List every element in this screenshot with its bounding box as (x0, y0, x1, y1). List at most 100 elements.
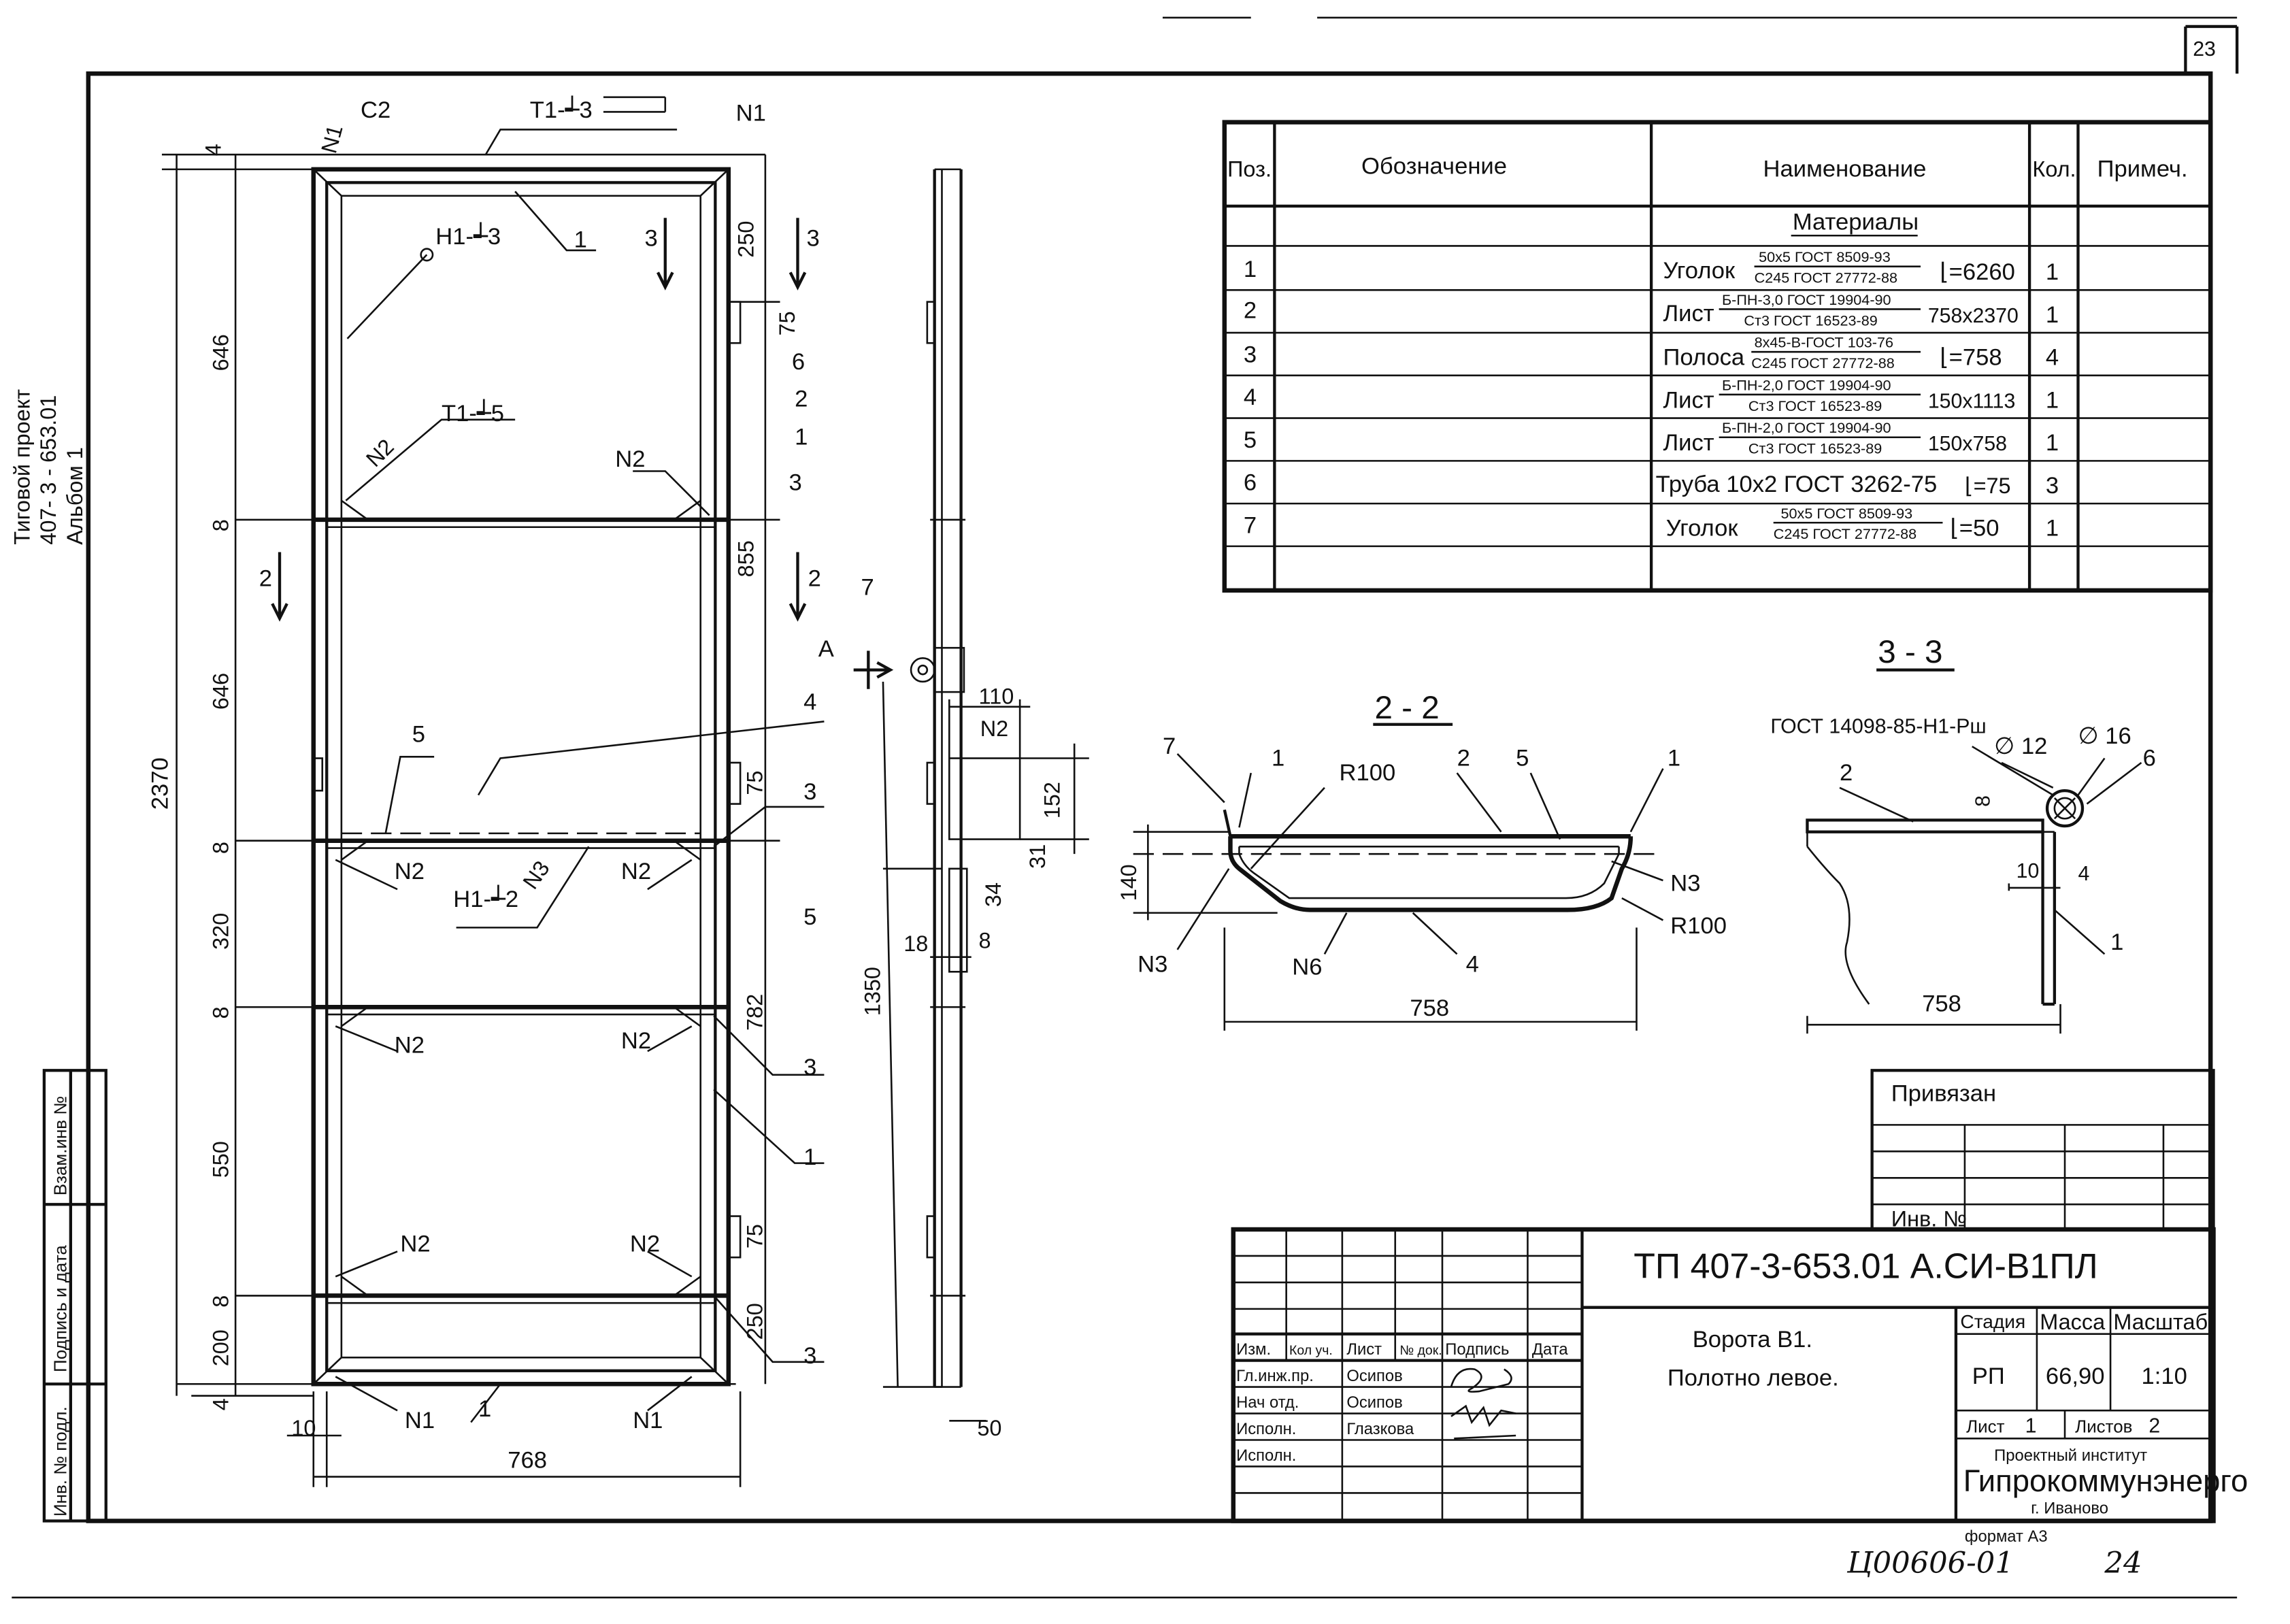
spec-row-qty: 3 (2046, 473, 2059, 499)
tb-org-line3: г. Иваново (2031, 1499, 2108, 1518)
spec-header-pos: Поз. (1227, 157, 1272, 182)
dim-75-c: 75 (743, 1224, 767, 1248)
dim-250-top: 250 (734, 221, 759, 258)
label-n2-a: N2 (361, 434, 399, 471)
s22-label-n6: N6 (1292, 955, 1322, 980)
doc-code: ТП 407-3-653.01 А.СИ-В1ПЛ (1633, 1246, 2098, 1286)
label-pos3-right-b: 3 (803, 1055, 816, 1080)
dim-768: 768 (508, 1448, 547, 1474)
label-pos6: 6 (792, 349, 805, 375)
spec-row-pos: 4 (1244, 384, 1257, 410)
spec-row: 3 Полоса 8х45-В-ГОСТ 103-76 С245 ГОСТ 27… (1244, 334, 2059, 371)
spec-row-pos: 7 (1244, 512, 1257, 538)
inv-no-label: Инв. № (1891, 1207, 1967, 1231)
side-label-line1: Тиговой проект (10, 389, 34, 545)
spec-row-top: Б-ПН-3,0 ГОСТ 19904-90 (1722, 291, 1891, 308)
dim-75-b: 75 (743, 771, 767, 795)
section-2-2 (1133, 723, 1664, 1031)
dim-646-b: 646 (208, 673, 233, 710)
section-3-3 (1806, 668, 2142, 1034)
spec-row: 1 Уголок 50х5 ГОСТ 8509-93 С245 ГОСТ 277… (1244, 248, 2059, 286)
tb-col-doc: № док. (1399, 1343, 1442, 1358)
tb-role: Исполн. (1236, 1446, 1296, 1465)
spec-row-size: ⌊=50 (1950, 516, 1999, 542)
sheet-frame (12, 16, 2239, 1599)
spec-row-size: 758х2370 (1928, 305, 2019, 327)
label-n1-bottom-right: N1 (633, 1408, 663, 1434)
signature-scribbles (1450, 1368, 1516, 1440)
side-label: Тиговой проект 407- 3 - 653.01 Альбом 1 (10, 389, 87, 545)
dim-320: 320 (208, 913, 233, 950)
tb-signer: Глазкова (1346, 1420, 1414, 1438)
s33-dim-4: 4 (2078, 863, 2089, 885)
tb-sheet-value: 1 (2025, 1415, 2037, 1438)
doc-title-line2: Полотно левое. (1667, 1365, 1839, 1391)
s33-label-1: 1 (2110, 929, 2123, 955)
spec-row-bottom: Ст3 ГОСТ 16523-89 (1744, 312, 1877, 329)
spec-row-top: 50х5 ГОСТ 8509-93 (1781, 505, 1913, 522)
spec-row-top: Б-ПН-2,0 ГОСТ 19904-90 (1722, 419, 1891, 436)
tb-col-izm: Изм. (1236, 1340, 1271, 1359)
s22-label-1a: 1 (1272, 745, 1284, 771)
dim-855: 855 (734, 540, 759, 577)
label-section3-b: 3 (806, 225, 819, 251)
label-n2-g: N2 (400, 1231, 430, 1257)
tb-col-sign: Подпись (1445, 1340, 1509, 1359)
label-h1-3: Н1-┵3 (435, 222, 501, 250)
tb-col-kol: Кол уч. (1289, 1343, 1333, 1358)
dim-550: 550 (208, 1141, 233, 1178)
spec-row-name: Лист (1663, 387, 1714, 413)
sheet-number: 23 (2193, 38, 2216, 61)
label-section2-a: 2 (259, 565, 272, 591)
tb-mass-label: Масса (2040, 1310, 2106, 1334)
tb-signer: Осипов (1346, 1367, 1402, 1385)
label-pos1-bottom: 1 (478, 1396, 491, 1422)
dim-side-50: 50 (977, 1416, 1001, 1440)
label-n2-d: N2 (621, 859, 651, 884)
tb-org-line1: Проектный институт (1994, 1446, 2147, 1465)
left-stamp: Инв. № подл. Подпись и дата Взам.инв № (42, 1069, 107, 1523)
label-side-n2: N2 (980, 716, 1008, 741)
spec-row: 2 Лист Б-ПН-3,0 ГОСТ 19904-90 Ст3 ГОСТ 1… (1244, 291, 2059, 329)
s22-label-n3b: N3 (1138, 951, 1167, 977)
s33-label-2: 2 (1840, 760, 1853, 786)
s33-label-d12: ∅ 12 (1994, 733, 2047, 759)
side-label-line3: Альбом 1 (63, 447, 87, 544)
spec-row-qty: 1 (2046, 430, 2059, 456)
spec-row-pos: 2 (1244, 297, 1257, 323)
spec-row-pos: 5 (1244, 427, 1257, 453)
tb-col-date: Дата (1532, 1340, 1568, 1359)
dim-2370: 2370 (148, 757, 173, 810)
s33-label-gost: ГОСТ 14098-85-Н1-Рш (1770, 716, 1986, 738)
side-label-line2: 407- 3 - 653.01 (36, 395, 61, 545)
label-t1-3: Т1-┵3 (530, 95, 593, 123)
spec-header-name: Наименование (1763, 156, 1927, 182)
format-note: формат А3 (1965, 1527, 2048, 1546)
spec-row-size: ⌊=758 (1940, 345, 2002, 371)
tb-signer: Осипов (1346, 1393, 1402, 1412)
front-view (161, 96, 825, 1487)
label-t1-5: Т1-┵5 (442, 399, 504, 427)
doc-title-line1: Ворота В1. (1693, 1327, 1812, 1353)
label-pos1-mid: 1 (795, 425, 808, 450)
spec-row-size: ⌊=75 (1965, 474, 2011, 498)
section-2-2-title: 2 - 2 (1374, 690, 1439, 726)
label-n1-top-left: N1 (316, 122, 347, 156)
label-n2-e: N2 (395, 1032, 425, 1058)
label-section3-a: 3 (644, 225, 657, 251)
spec-row-pos: 6 (1244, 470, 1257, 496)
side-view (853, 168, 1089, 1422)
label-n2-b: N2 (615, 446, 645, 472)
tb-mass: 66,90 (2046, 1363, 2105, 1389)
tb-org-line2: Гипрокоммунэнерго (1963, 1463, 2248, 1498)
label-n2-h: N2 (630, 1231, 660, 1257)
tb-sheet-label: Лист (1966, 1416, 2004, 1437)
label-pos7: 7 (861, 574, 874, 600)
label-c2: С2 (361, 97, 391, 123)
title-block (1231, 1227, 2216, 1523)
privyazan-block (1870, 1069, 2215, 1231)
spec-row-qty: 1 (2046, 259, 2059, 285)
tb-stage: РП (1972, 1363, 2005, 1389)
dim-782: 782 (743, 994, 767, 1031)
